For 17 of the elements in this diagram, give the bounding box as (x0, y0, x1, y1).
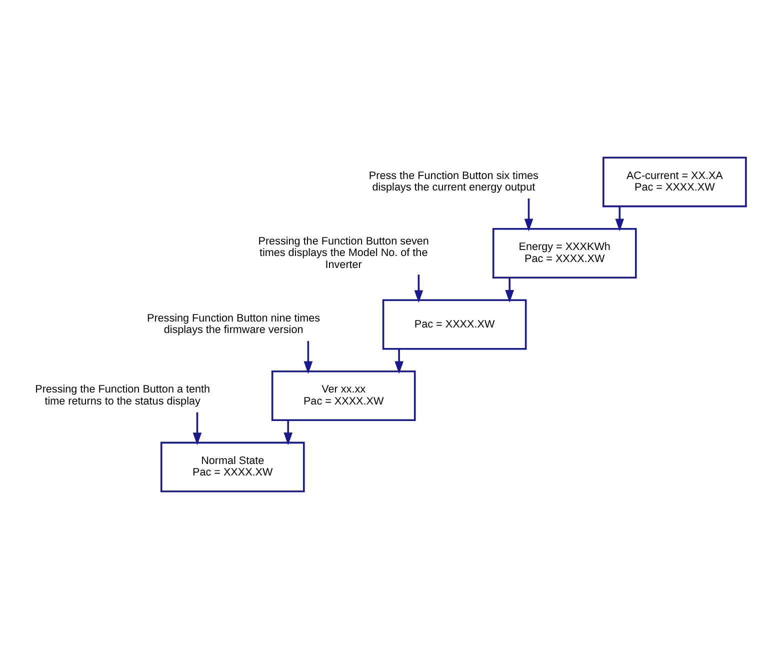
node-text: Press the Function Button six times displays the current energy output (368, 169, 538, 194)
arrow (414, 274, 424, 302)
node-box: AC-current = XX.XA Pac = XXXX.XW (602, 156, 747, 207)
arrow (505, 277, 514, 302)
node-box: Ver xx.xx Pac = XXXX.XW (271, 370, 416, 421)
node-box: Energy = XXXKWh Pac = XXXX.XW (492, 227, 637, 278)
arrow (394, 348, 404, 374)
arrow (524, 198, 534, 231)
arrow (304, 340, 313, 374)
arrow (615, 206, 624, 231)
node-text: Pressing the Function Button seven times displays the Model No. of the Inverter (258, 234, 429, 270)
node-text: Pressing Function Button nine times displays the firmware version (146, 312, 320, 336)
arrow (192, 412, 202, 445)
node-box: Normal State Pac = XXXX.XW (160, 441, 305, 492)
arrow (284, 420, 293, 445)
node-text: Pressing the Function Button a tenth time returns to the status display (35, 383, 210, 407)
node-box: Pac = XXXX.XW (382, 298, 527, 350)
